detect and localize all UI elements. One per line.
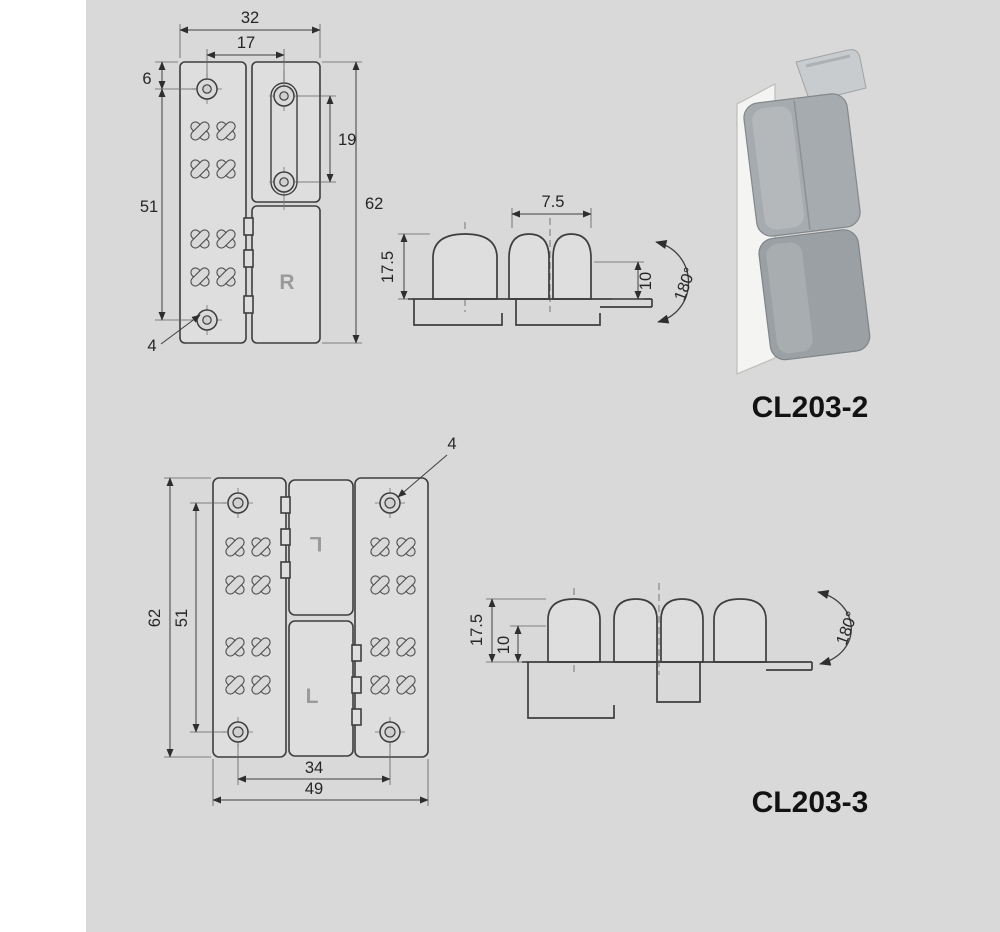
knuckle-profile (713, 598, 767, 663)
dim-text-32: 32 (241, 9, 259, 27)
right-leaf-body (251, 205, 321, 344)
cl203-2-product-photo (736, 49, 871, 375)
dim-text-49: 49 (305, 780, 323, 798)
dim-text-34: 34 (305, 759, 323, 777)
knuckle-profile (660, 598, 704, 663)
knuckle-tab (351, 676, 362, 694)
knuckle-tab (351, 644, 362, 662)
photo-clip-fold (805, 54, 851, 68)
dim-text-10: 10 (637, 272, 655, 290)
left-leaf (179, 61, 247, 344)
dim-text-51: 51 (140, 198, 158, 216)
dim-text-62: 62 (146, 609, 164, 627)
leaf-mark-r: R (279, 271, 294, 294)
dim-text-10: 10 (495, 636, 513, 654)
dim-text-17: 17 (237, 34, 255, 52)
cl203-3-front-view: L L 4 62 51 34 (146, 435, 457, 806)
dim-text-17-5: 17.5 (468, 614, 486, 646)
dim-text-19: 19 (338, 131, 356, 149)
knuckle-tab (280, 528, 291, 546)
knuckle-profile (508, 233, 550, 300)
dim-knuckle-span: 7.5 (511, 193, 592, 228)
mounting-foot (656, 662, 701, 703)
photo-lower-block (758, 229, 871, 361)
left-leaf (212, 477, 287, 758)
dim-height-overall: 62 (322, 61, 383, 344)
mounting-foot (527, 662, 615, 719)
center-knuckle-lower (288, 620, 354, 757)
leaf-mark-lower: L (306, 685, 319, 708)
dim-hole-span: 34 (237, 744, 391, 785)
dim-text-4: 4 (447, 435, 456, 453)
dim-width-overall: 49 (212, 759, 429, 806)
mounting-foot (413, 299, 503, 326)
model-label-cl203-3: CL203-3 (752, 786, 869, 819)
dim-height-overall: 62 (146, 477, 211, 758)
mounting-foot (515, 299, 601, 326)
dim-text-4: 4 (147, 337, 156, 355)
leaf-mark-upper: L (309, 532, 322, 555)
knuckle-profile (432, 233, 498, 300)
dim-profile-height: 17.5 (468, 598, 546, 663)
left-margin-strip (0, 0, 86, 932)
knuckle-tab (280, 561, 291, 579)
dim-text-17-5: 17.5 (379, 251, 397, 283)
dim-text-6: 6 (142, 70, 151, 88)
knuckle-profile (552, 233, 592, 300)
knuckle-profile (547, 598, 601, 663)
knuckle-tab (351, 708, 362, 726)
dim-text-51: 51 (173, 609, 191, 627)
right-leaf (354, 477, 429, 758)
dim-edge-to-hole: 6 51 (140, 61, 196, 321)
dim-hole-pitch: 51 (173, 502, 226, 733)
dim-plate-hole-pitch: 19 (296, 95, 356, 183)
dim-profile-inner-height: 10 (495, 625, 546, 663)
cl203-2-profile-view: 7.5 17.5 10 180° (379, 193, 700, 326)
dim-hole-diameter: 4 (147, 314, 201, 355)
knuckle-tab (243, 249, 254, 268)
dim-profile-height: 17.5 (379, 233, 430, 300)
dim-width-overall: 32 (179, 9, 321, 58)
knuckle-tab (243, 295, 254, 314)
knuckle-profile (613, 598, 658, 663)
dim-profile-inner-height: 10 (594, 261, 655, 300)
cl203-2-front-view: R 32 17 6 51 19 (140, 9, 384, 355)
center-knuckle-upper (288, 479, 354, 616)
knuckle-tab (280, 496, 291, 514)
model-label-cl203-2: CL203-2 (752, 391, 869, 424)
knuckle-tab (243, 217, 254, 236)
dim-hole-span: 17 (206, 34, 285, 82)
dim-text-62: 62 (365, 195, 383, 213)
dim-hole-diameter: 4 (397, 435, 457, 498)
dim-text-7-5: 7.5 (542, 193, 565, 211)
photo-upper-block (743, 93, 861, 237)
